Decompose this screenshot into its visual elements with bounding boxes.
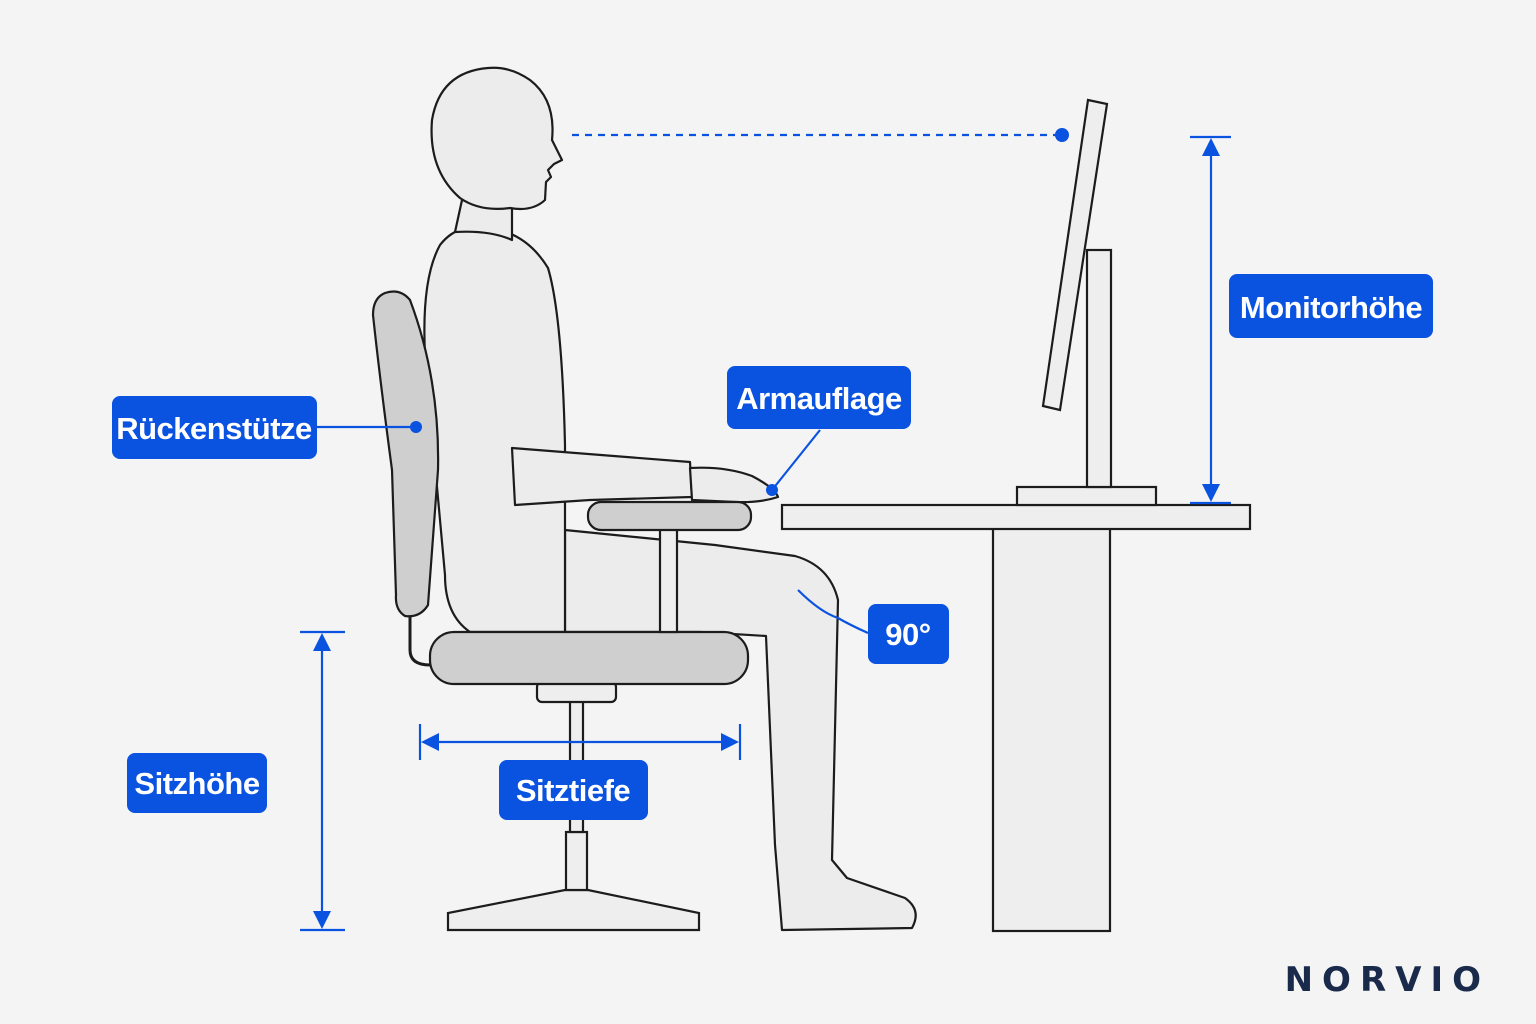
desk-top (780, 503, 1252, 531)
forearm (510, 446, 694, 507)
label-armrest-text: Armauflage (736, 381, 902, 416)
eye-level-dot (1055, 128, 1069, 142)
desk (780, 503, 1252, 933)
annotation-markers (313, 128, 1220, 929)
chair-foot (446, 888, 701, 932)
armrest-post (658, 526, 679, 634)
gas-lift (564, 830, 589, 892)
desk-leg (991, 526, 1112, 933)
chair-seat-group (428, 500, 753, 686)
knee-angle-arc (797, 589, 869, 635)
chair-base (446, 680, 701, 932)
backrest-dot (410, 421, 422, 433)
label-seat-height-text: Sitzhöhe (134, 766, 259, 801)
brand-logo: NORVIO (1285, 960, 1490, 1000)
annotation-lines (300, 133, 1231, 932)
head (430, 66, 564, 211)
label-seat-depth: Sitztiefe (499, 760, 648, 820)
label-knee-angle-text: 90° (885, 617, 930, 652)
backrest-pad (371, 290, 440, 618)
label-knee-angle: 90° (868, 604, 949, 664)
person-body (423, 66, 780, 634)
chair-backrest-group (371, 290, 440, 667)
label-backrest: Rückenstütze (112, 396, 317, 459)
label-monitor-height-text: Monitorhöhe (1240, 290, 1422, 325)
armrest-pad (586, 500, 753, 532)
thigh-and-shin (563, 528, 917, 932)
monitor-height-arrow-up (1202, 138, 1220, 156)
hand (688, 466, 780, 504)
seat-cushion (428, 630, 750, 686)
backrest-support (408, 612, 431, 667)
monitor-stand (1085, 248, 1113, 489)
seat-height-arrow-down (313, 911, 331, 929)
monitor-height-arrow-down (1202, 484, 1220, 502)
label-backrest-text: Rückenstütze (116, 411, 312, 446)
torso (423, 226, 567, 634)
label-seat-depth-text: Sitztiefe (516, 773, 631, 808)
monitor (1015, 98, 1158, 507)
monitor-screen (1041, 98, 1109, 412)
label-monitor-height: Monitorhöhe (1229, 274, 1433, 338)
seat-depth-arrow-left (421, 733, 439, 751)
monitor-base (1015, 485, 1158, 507)
seat-depth-arrow-right (721, 733, 739, 751)
seat-height-arrow-up (313, 633, 331, 651)
armrest-leader (771, 429, 821, 491)
label-seat-height: Sitzhöhe (127, 753, 267, 813)
person-legs (563, 528, 917, 932)
label-armrest: Armauflage (727, 366, 911, 429)
armrest-dot (766, 484, 778, 496)
neck (453, 198, 514, 242)
